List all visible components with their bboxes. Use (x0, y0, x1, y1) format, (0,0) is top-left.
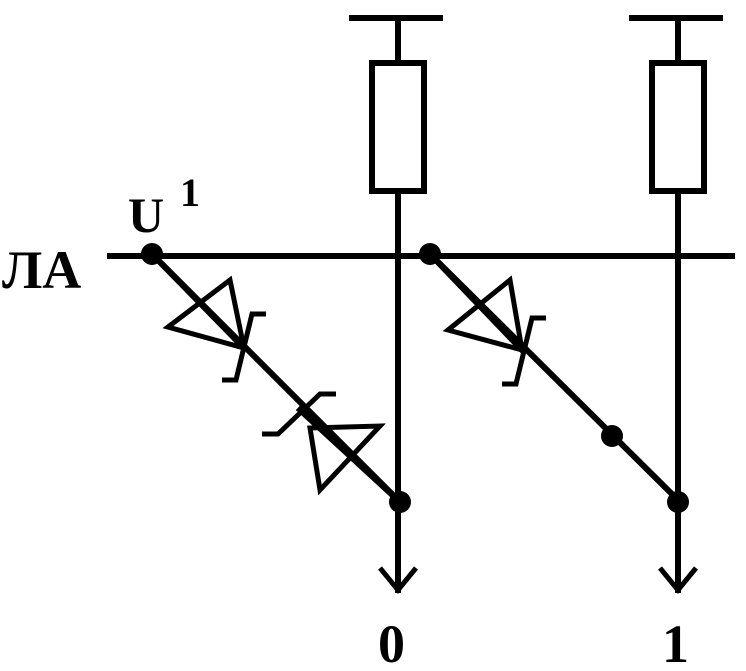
arrow-head-column-0 (378, 566, 418, 594)
voltage-label: U (128, 187, 164, 243)
arrow-head-column-1 (658, 566, 698, 594)
resistor-column-0 (369, 60, 427, 194)
resistor-column-1 (649, 60, 707, 194)
junction-dot-column-1-bottom (667, 491, 689, 513)
zener-diode-0-b (262, 391, 405, 507)
junction-dot-row-column-1 (419, 243, 441, 265)
voltage-label-superscript: 1 (180, 170, 200, 215)
output-label-1: 1 (662, 614, 689, 671)
line-label: ЛА (2, 240, 81, 300)
junction-dot-column-0-bottom (389, 491, 411, 513)
junction-dot-branch-1-mid (601, 425, 623, 447)
output-label-0: 0 (378, 614, 405, 671)
junction-dot-u1 (141, 243, 163, 265)
zener-diode-1-a (425, 249, 546, 387)
zener-diode-0-a (147, 249, 266, 383)
